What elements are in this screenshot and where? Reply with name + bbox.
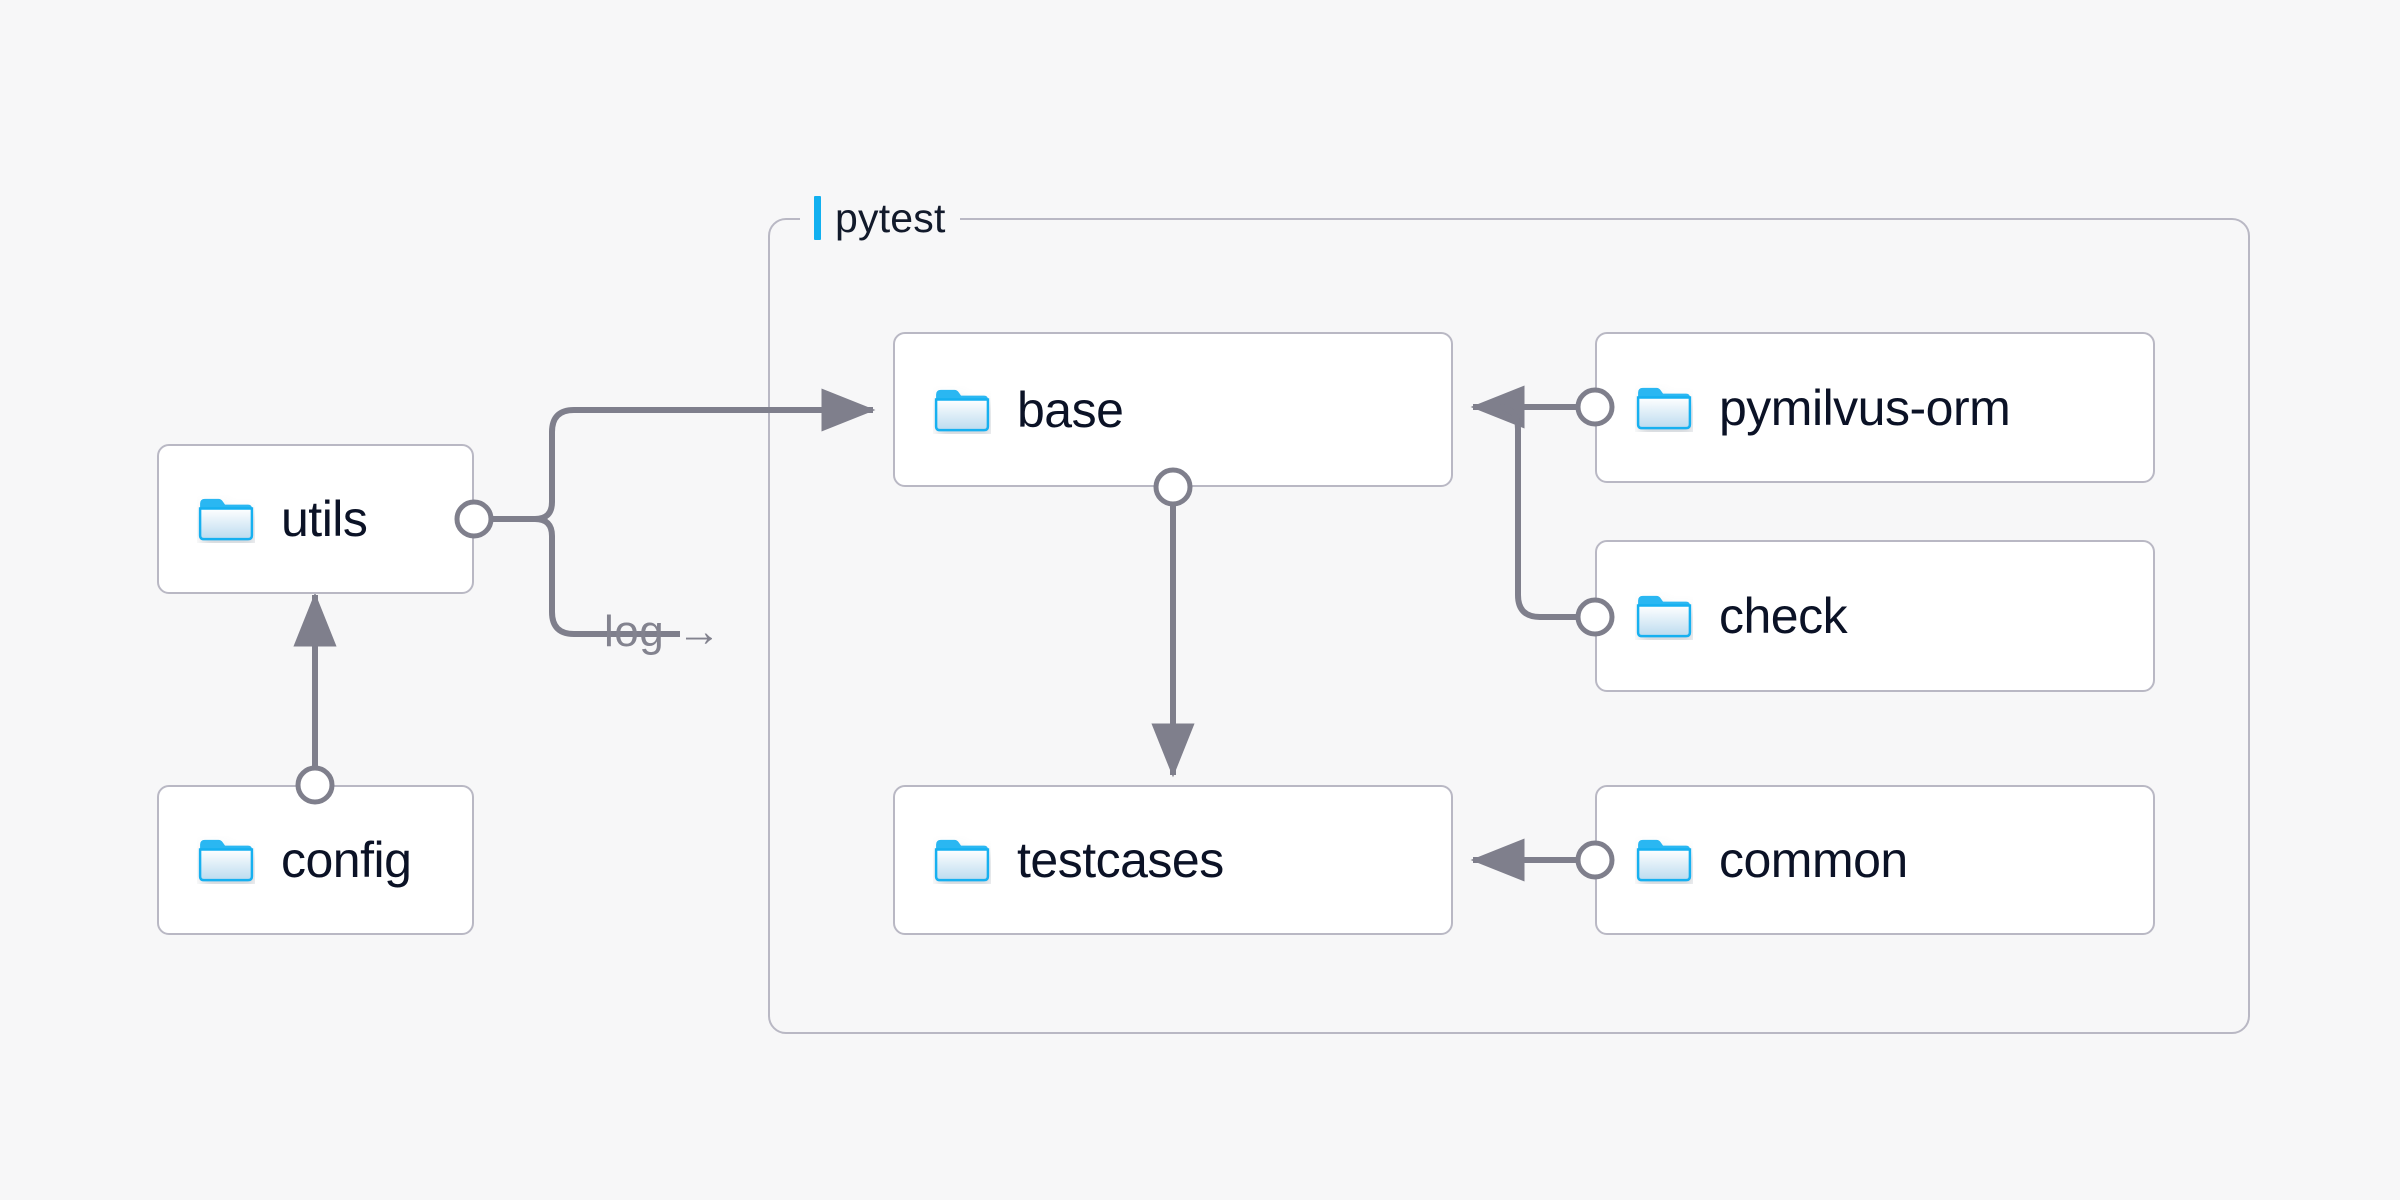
group-label-text: pytest — [835, 194, 946, 241]
node-config[interactable]: config — [157, 785, 474, 935]
node-base[interactable]: base — [893, 332, 1453, 487]
node-label: testcases — [1017, 832, 1224, 888]
node-label: utils — [281, 491, 368, 547]
pytest-group-container — [768, 218, 2250, 1034]
node-common[interactable]: common — [1595, 785, 2155, 935]
node-label: check — [1719, 588, 1848, 644]
node-testcases[interactable]: testcases — [893, 785, 1453, 935]
node-label: pymilvus-orm — [1719, 379, 2011, 436]
node-check[interactable]: check — [1595, 540, 2155, 692]
node-utils[interactable]: utils — [157, 444, 474, 594]
edge-label-log: log → — [604, 607, 722, 656]
folder-icon — [198, 498, 254, 541]
folder-icon — [1636, 839, 1692, 882]
node-label: common — [1719, 832, 1908, 888]
folder-icon — [198, 839, 254, 882]
pytest-group-label: pytest — [800, 190, 960, 246]
node-pymilvus-orm[interactable]: pymilvus-orm — [1595, 332, 2155, 483]
node-label: config — [281, 832, 412, 888]
node-label: base — [1017, 381, 1124, 438]
group-accent-bar — [814, 196, 821, 240]
folder-icon — [934, 839, 990, 882]
folder-icon — [1636, 595, 1692, 638]
folder-icon — [934, 389, 990, 431]
folder-icon — [1636, 387, 1692, 429]
